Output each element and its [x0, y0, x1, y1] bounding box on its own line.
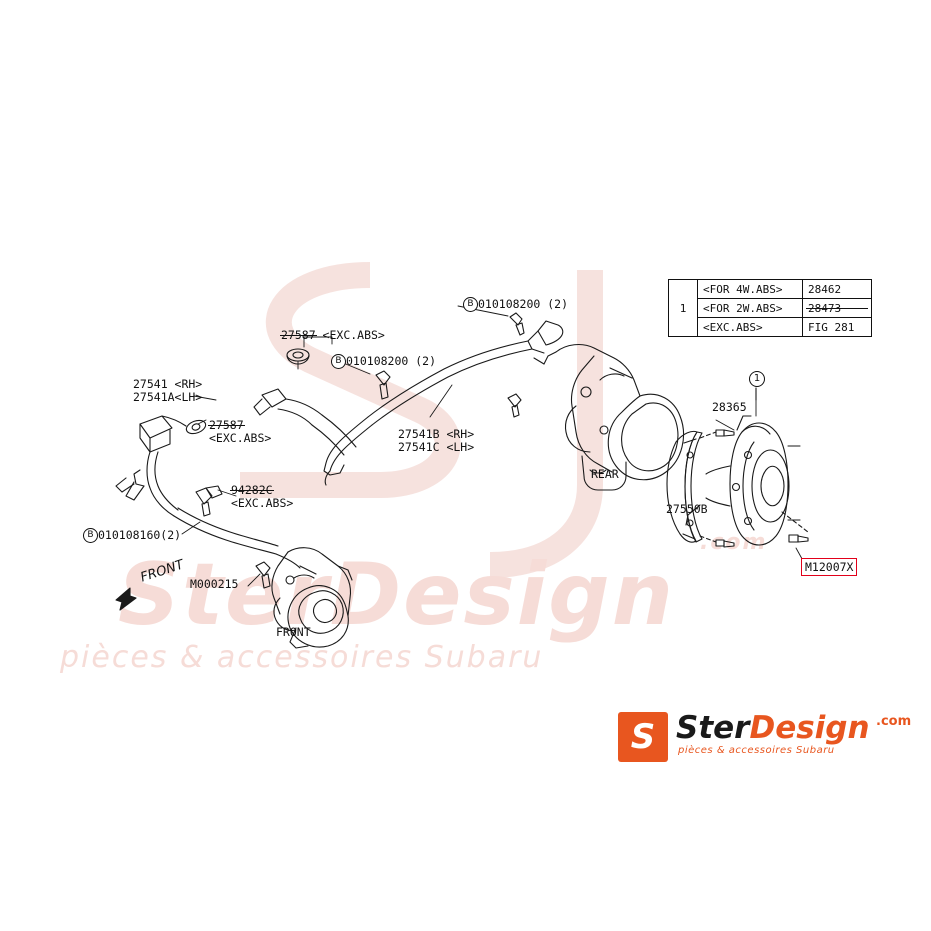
b-marker-icon: B	[83, 528, 98, 543]
table-condition-cell: <FOR 4W.ABS>	[697, 279, 803, 299]
lbl-27587-exc-left: 27587<EXC.ABS>	[209, 418, 272, 445]
logo-name-part2: Design	[749, 710, 870, 746]
table-row: <FOR 2W.ABS> 28473	[669, 298, 872, 318]
logo-badge-icon: S	[618, 712, 668, 762]
lbl-94282c: 94282C<EXC.ABS>	[231, 483, 294, 510]
table-condition-cell: <EXC.ABS>	[697, 317, 803, 337]
lbl-m000215: M000215	[190, 577, 239, 591]
b-marker-icon: B	[463, 297, 478, 312]
lbl-010108200-a: 010108200 (2)	[478, 297, 569, 311]
table-part-cell: 28462	[802, 279, 872, 299]
lbl-28365: 28365	[712, 400, 747, 414]
logo-wordmark: SterDesign	[676, 710, 870, 746]
table-index-cell: 1	[668, 279, 698, 337]
abs-variant-table: 1 <FOR 4W.ABS> 28462 <FOR 2W.ABS> 28473 …	[668, 279, 872, 337]
part-number-struck: 27587	[281, 328, 316, 342]
part-number-struck: 27587	[209, 418, 244, 432]
table-part-cell-struck: 28473	[802, 298, 872, 318]
highlighted-part-number: M12007X	[801, 558, 858, 576]
part-number-struck: 94282C	[231, 483, 273, 497]
lbl-010108200-b: 010108200 (2)	[346, 354, 437, 368]
logo-initial: S	[630, 717, 656, 757]
table-row: <EXC.ABS> FIG 281	[669, 317, 872, 337]
lbl-010108160: 010108160(2)	[98, 528, 182, 542]
table-row: 1 <FOR 4W.ABS> 28462	[668, 279, 872, 337]
lbl-27550b: 27550B	[666, 502, 708, 516]
table-condition-cell: <FOR 2W.ABS>	[697, 298, 803, 318]
sterdesign-logo: S SterDesign .com pièces & accessoires S…	[618, 710, 918, 762]
logo-name-part1: Ster	[676, 710, 750, 746]
lbl-27541b-rh-lh: 27541B <RH>27541C <LH>	[398, 427, 475, 454]
lbl-rear: REAR	[591, 467, 619, 481]
lbl-27587-exc-top: 27587 <EXC.ABS>	[281, 328, 385, 342]
callout-index-1: 1	[749, 371, 765, 387]
logo-tagline: pièces & accessoires Subaru	[678, 745, 835, 756]
lbl-front-lower: FRONT	[276, 625, 311, 639]
b-marker-icon: B	[331, 354, 346, 369]
logo-domain: .com	[876, 714, 912, 729]
lbl-27541-rh-lh: 27541 <RH>27541A<LH>	[133, 377, 203, 404]
table-part-cell: FIG 281	[802, 317, 872, 337]
